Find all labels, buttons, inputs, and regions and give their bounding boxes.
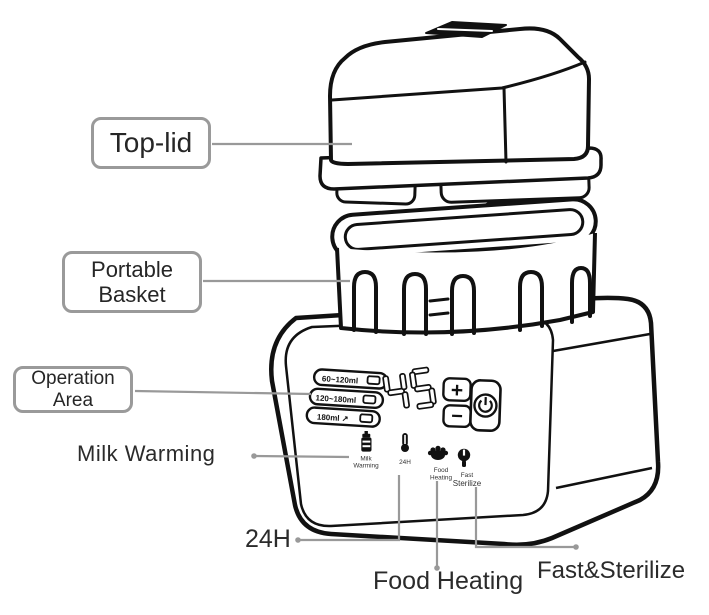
- operation-panel-outline: [284, 316, 555, 528]
- volume-button-60-120: 60~120ml: [312, 368, 389, 390]
- volume-button-label: 180ml ↗: [317, 412, 349, 423]
- mode-label-fast: Fast: [461, 472, 474, 479]
- callout-top-lid: Top-lid: [91, 117, 211, 169]
- basket-wire-arches: [352, 265, 592, 336]
- minus-label: −: [451, 405, 463, 427]
- indicator-light: [366, 375, 381, 386]
- leader-24h: [298, 475, 401, 542]
- food-hand-icon: [427, 445, 449, 460]
- callout-top-lid-label: Top-lid: [109, 126, 193, 158]
- top-lid-drawing: [318, 21, 603, 206]
- indicator-light: [362, 394, 377, 405]
- plus-label: +: [450, 379, 463, 402]
- leader-lines: [134, 142, 576, 568]
- label-milk-warming: Milk Warming: [77, 441, 216, 466]
- portable-basket-drawing: [330, 197, 598, 336]
- mode-label-24h: 24H: [399, 459, 411, 466]
- adjust-buttons: + −: [442, 377, 502, 433]
- mode-label-food-1: Food: [434, 467, 449, 474]
- sterilize-bottle-icon: [457, 448, 471, 467]
- baby-bottle-icon: [361, 431, 372, 452]
- leader-operation-area: [134, 389, 312, 396]
- mode-label-sterilize: Sterilize: [453, 479, 482, 488]
- thermometer-icon: [401, 433, 409, 452]
- temperature-display: [382, 366, 437, 410]
- mode-icons: Milk Warming 24H Food Heating Fast Steri…: [353, 431, 482, 488]
- leader-fast-sterilize: [474, 487, 576, 549]
- volume-button-180: 180ml ↗: [305, 406, 381, 428]
- indicator-light: [359, 413, 374, 424]
- lid-box: [328, 26, 591, 166]
- callout-operation-area-line1: Operation: [31, 367, 115, 389]
- volume-button-label: 60~120ml: [322, 374, 359, 385]
- callout-portable-basket-line2: Basket: [98, 282, 166, 307]
- volume-buttons: 60~120ml 120~180ml 180ml ↗: [305, 368, 389, 428]
- power-icon: [478, 397, 493, 413]
- callout-operation-area: Operation Area: [13, 366, 133, 413]
- label-fast-sterilize: Fast&Sterilize: [537, 557, 686, 584]
- leader-milk-warming: [253, 454, 350, 459]
- callout-operation-area-line2: Area: [52, 389, 94, 411]
- label-24h: 24H: [245, 525, 291, 553]
- leader-dots: [251, 453, 579, 571]
- callout-portable-basket-line1: Portable: [91, 256, 173, 282]
- volume-button-label: 120~180ml: [315, 393, 356, 404]
- mode-label-food-2: Heating: [430, 475, 452, 482]
- volume-button-120-180: 120~180ml: [308, 387, 385, 409]
- mode-label-milk-2: Warming: [353, 463, 379, 470]
- mode-label-milk-1: Milk: [360, 456, 372, 463]
- power-button-drawing: [469, 379, 502, 433]
- callout-portable-basket: Portable Basket: [62, 251, 202, 313]
- basket-rim: [330, 197, 598, 261]
- label-food-heating: Food Heating: [373, 567, 524, 595]
